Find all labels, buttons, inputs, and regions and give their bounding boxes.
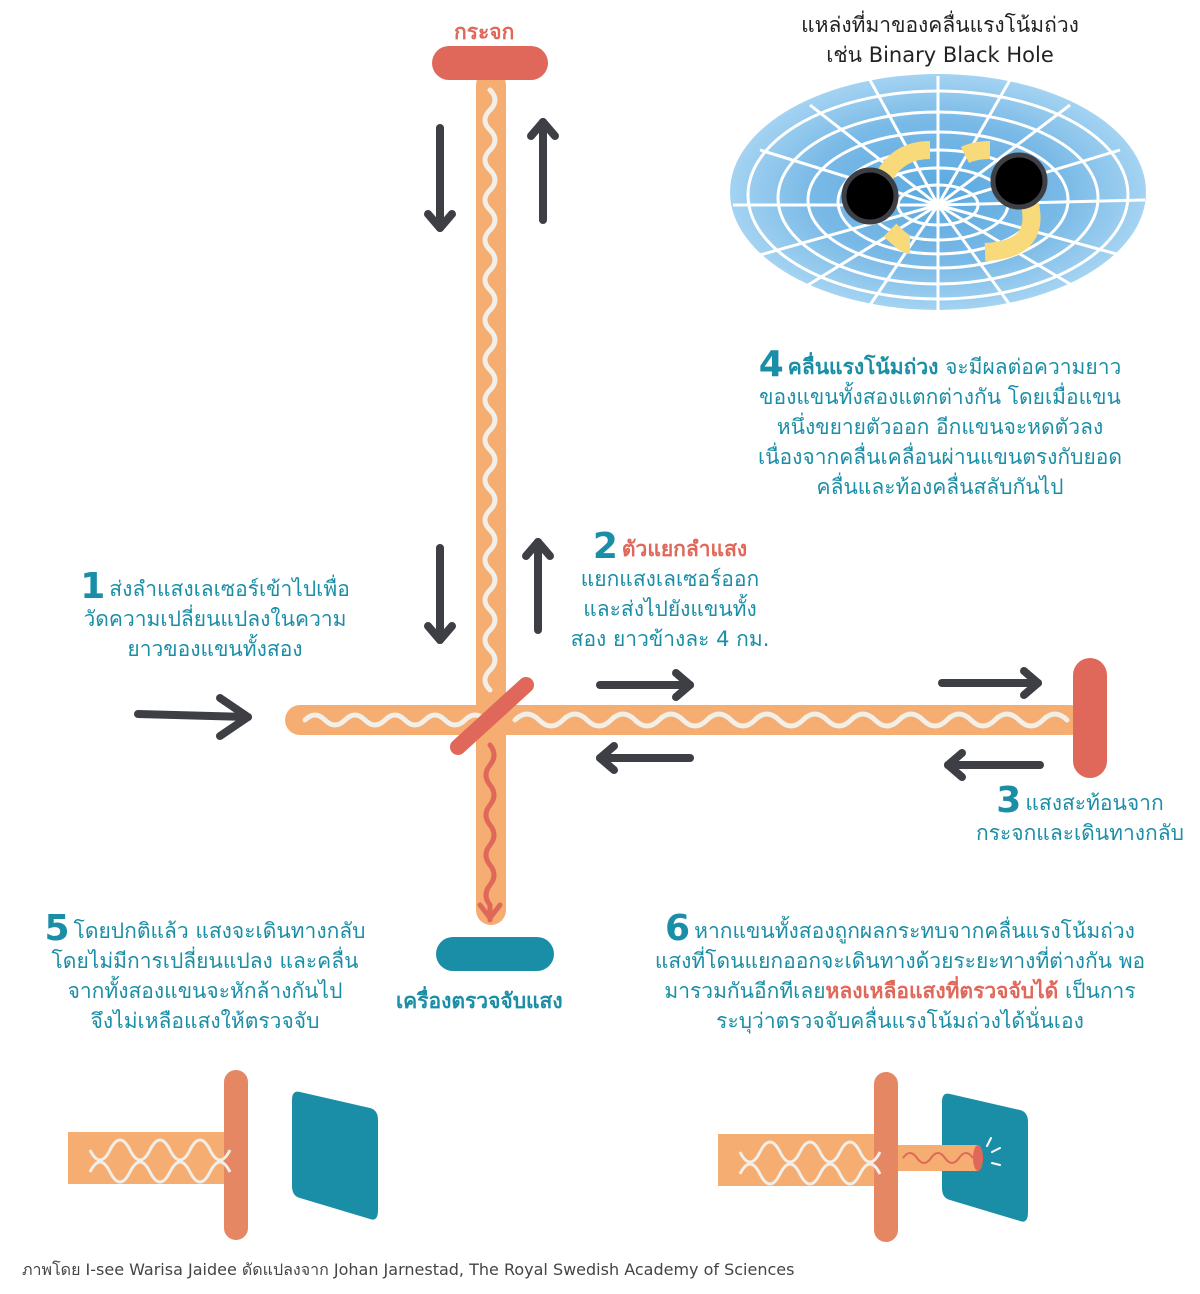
step-6-line: เป็นการ xyxy=(1064,979,1136,1003)
step-2-line: และส่งไปยังแขนทั้ง xyxy=(583,597,757,621)
step-2-line: แยกแสงเลเซอร์ออก xyxy=(580,567,760,591)
mirror-right xyxy=(1073,658,1107,778)
binary-black-hole-illustration xyxy=(730,74,1146,310)
step-6-line: แสงที่โดนแยกออกจะเดินทางด้วยระยะทางที่ต่… xyxy=(654,949,1146,973)
step-4-line: หนึ่งขยายตัวออก อีกแขนจะหดตัวลง xyxy=(776,415,1104,439)
mirror-right-label: กระจก xyxy=(1070,704,1094,765)
horizontal-wave-left xyxy=(302,712,488,728)
step-4-heading: คลื่นแรงโน้มถ่วง xyxy=(787,355,939,379)
vertical-arm xyxy=(476,70,506,925)
mirror-top-label: กระจก xyxy=(454,20,515,44)
arrow-right-arm-1-icon xyxy=(596,669,694,701)
step-4-line: คลื่นและท้องคลื่นสลับกันไป xyxy=(816,475,1064,499)
black-hole-left xyxy=(841,167,899,225)
step-4-line: จะมีผลต่อความยาว xyxy=(945,355,1122,379)
source-title-line2: เช่น Binary Black Hole xyxy=(826,43,1054,67)
step-6-number: 6 xyxy=(665,908,691,949)
vertical-wave xyxy=(482,87,498,693)
step-4-line: ของแขนทั้งสองแตกต่างกัน โดยเมื่อแขน xyxy=(759,385,1121,409)
arrow-right-arm-2-icon xyxy=(938,667,1042,699)
step-4-number: 4 xyxy=(758,344,784,385)
detector-label: เครื่องตรวจจับแสง xyxy=(396,989,563,1013)
arrow-up-top-icon xyxy=(527,118,559,224)
step-1-line: วัดความเปลี่ยนแปลงในความ xyxy=(83,607,347,631)
black-hole-right xyxy=(990,152,1048,210)
image-credit: ภาพโดย I-see Warisa Jaidee ดัดแปลงจาก Jo… xyxy=(22,1260,795,1279)
step-3-line: แสงสะท้อนจาก xyxy=(1025,791,1164,815)
step-5-number: 5 xyxy=(44,908,70,949)
step-6-line: ระบุว่าตรวจจับคลื่นแรงโน้มถ่วงได้นั่นเอง xyxy=(716,1009,1084,1033)
step-4-line: เนื่องจากคลื่นเคลื่อนผ่านแขนตรงกับยอด xyxy=(757,445,1122,469)
source-title: แหล่งที่มาของคลื่นแรงโน้มถ่วง เช่น Binar… xyxy=(740,10,1140,70)
step-5-line: จึงไม่เหลือแสงให้ตรวจจับ xyxy=(90,1009,320,1033)
arrow-left-arm-2-icon xyxy=(944,749,1044,781)
step-1-line: ส่งลำแสงเลเซอร์เข้าไปเพื่อ xyxy=(109,577,350,601)
illustration-detection xyxy=(718,1072,1028,1242)
output-arrowhead xyxy=(477,902,503,921)
beam-splitter xyxy=(450,677,534,755)
output-wave xyxy=(483,742,497,923)
arrow-down-middle-icon xyxy=(424,544,456,644)
step-1-line: ยาวของแขนทั้งสอง xyxy=(127,637,303,661)
step-5-line: จากทั้งสองแขนจะหักล้างกันไป xyxy=(67,979,343,1003)
step-6-highlight: หลงเหลือแสงที่ตรวจจับได้ xyxy=(825,979,1059,1003)
step-5-line: โดยปกติแล้ว แสงจะเดินทางกลับ xyxy=(73,919,366,943)
illustration-no-detection xyxy=(68,1070,378,1240)
step-3-line: กระจกและเดินทางกลับ xyxy=(976,821,1184,845)
step-1-number: 1 xyxy=(80,566,106,607)
step-2-number: 2 xyxy=(592,526,618,567)
arrow-left-arm-1-icon xyxy=(596,742,694,774)
horizontal-wave-right xyxy=(512,711,1070,729)
mirror-top xyxy=(432,46,548,80)
step-6-line: หากแขนทั้งสองถูกผลกระทบจากคลื่นแรงโน้มถ่… xyxy=(694,919,1135,943)
arrow-down-top-icon xyxy=(424,124,456,232)
step-5-line: โดยไม่มีการเปลี่ยนแปลง และคลื่น xyxy=(51,949,359,973)
source-title-line1: แหล่งที่มาของคลื่นแรงโน้มถ่วง xyxy=(801,13,1079,37)
step-6-line: มารวมกันอีกทีเลย xyxy=(664,979,826,1003)
step-3-number: 3 xyxy=(996,780,1022,821)
arrow-up-middle-icon xyxy=(522,538,554,634)
arrow-right-input-icon xyxy=(134,694,252,740)
detector xyxy=(436,937,554,971)
step-2-heading: ตัวแยกลำแสง xyxy=(621,537,748,561)
step-2-line: สอง ยาวข้างละ 4 กม. xyxy=(570,627,770,651)
